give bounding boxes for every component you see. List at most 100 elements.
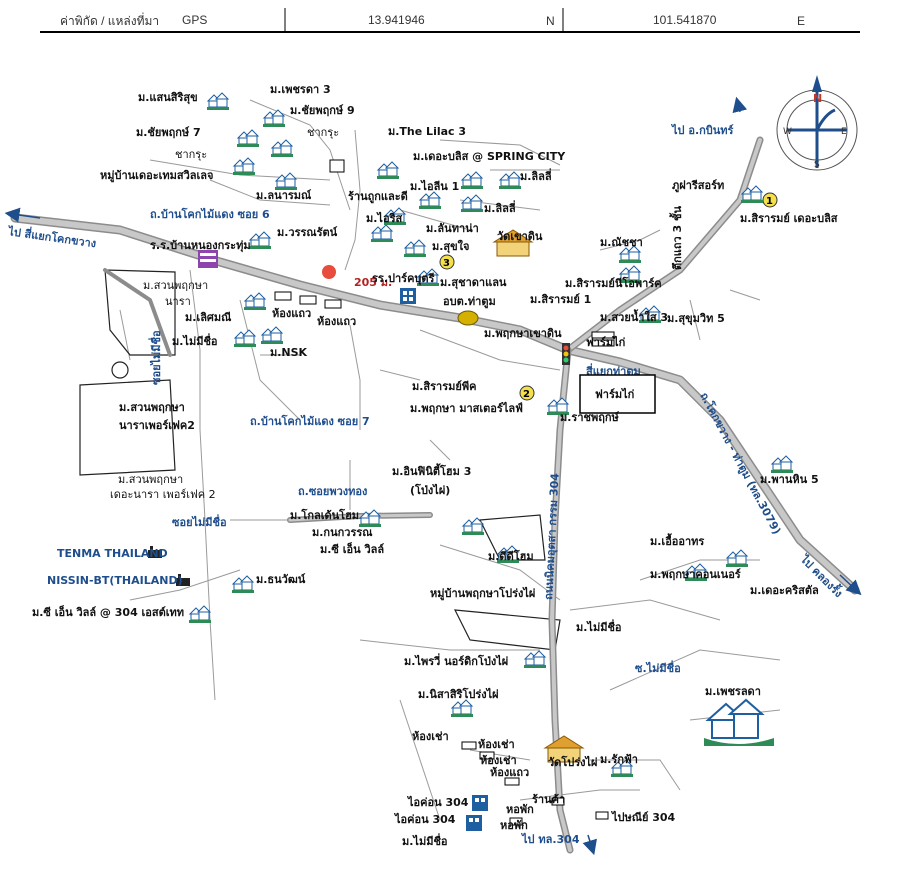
- place-pongphai: (โป่งไผ่): [410, 483, 450, 497]
- place-cn-villa-304: ม.ซี เอ็น วิลล์ @ 304 เอสต์เทท: [32, 605, 184, 619]
- house-icon: [523, 650, 547, 669]
- main-roads: [10, 136, 860, 854]
- place-suksai: ม.สุขใจ: [432, 239, 469, 254]
- factory-icon: [148, 546, 162, 558]
- place-suanphruksa: ม.สวนพฤกษา: [143, 279, 208, 292]
- house-icon: [262, 109, 286, 128]
- marker-1: 1: [766, 196, 773, 207]
- road-khokkhwang: ถ.โคกขวาง - ท่าตูม (ทล.3079): [696, 390, 784, 537]
- place-labels: ม.แสนสิริสุข ม.เพชรดา 3 ม.ชัยพฤกษ์ 9 ม.ช…: [32, 83, 838, 848]
- road-so-no-name: ซ.ไม่มีชื่อ: [635, 660, 681, 675]
- house-icon: [358, 509, 382, 528]
- place-nomname-2: ม.ไม่มีชื่อ: [576, 619, 622, 634]
- place-post304: ไปษณีย์ 304: [610, 810, 676, 824]
- place-suchadalan: ม.สุชาดาแลน: [440, 276, 507, 290]
- place-farmkai-1: ฟาร์มไก่: [586, 335, 626, 349]
- place-thanawat: ม.ธนวัฒน์: [256, 573, 306, 586]
- place-ratchaphruek: ม.ราชพฤกษ์: [560, 411, 620, 424]
- house-icon: [498, 171, 522, 190]
- place-dee-nara-perfect2: เดอะนารา เพอร์เฟค 2: [110, 488, 216, 501]
- place-phetcharada: ม.เพชรดา 3: [270, 83, 331, 96]
- road-soi-no-name-h: ซอยไม่มีชื่อ: [172, 514, 227, 529]
- place-phruksakhaodin: ม.พฤกษาเขาดิน: [484, 327, 562, 340]
- place-nissin: NISSIN-BT(THAILAND): [47, 574, 183, 587]
- place-watkhaodin: วัดเขาดิน: [497, 230, 543, 243]
- place-phanhin5: ม.พานหิน 5: [760, 473, 819, 486]
- road-kromsen: ถนนนิคมอุตสา กรรม 304: [542, 472, 563, 600]
- house-icon: [403, 239, 427, 258]
- longitude-value: 101.541870: [653, 13, 717, 27]
- place-tuekthaeo: ตึกแถว 3 ชั้น: [669, 205, 684, 270]
- place-lanthana: ม.ลันทาน่า: [426, 222, 479, 235]
- place-hongchao-1: ห้องเช่า: [412, 730, 449, 743]
- latitude-value: 13.941946: [368, 13, 425, 27]
- place-hongthaeo-1: ห้องแถว: [272, 307, 311, 320]
- compass-e: E: [841, 127, 847, 137]
- place-nisasiri: ม.นิสาสิริโปร่งไผ่: [418, 687, 499, 701]
- road-soi-no-name-v: ซอยไม่มีชื่อ: [148, 330, 163, 385]
- arrow-east-icon: [839, 574, 862, 596]
- place-nara-perfect2: นาราเพอร์เฟค2: [119, 419, 195, 432]
- place-phruksamaster: ม.พฤกษา มาสเตอร์ไลฟ์: [410, 401, 523, 415]
- place-hongchao-2: ห้องเช่า: [478, 738, 515, 751]
- place-nsk: ม.NSK: [270, 346, 308, 359]
- temple-icon: [492, 229, 534, 257]
- office-building-icon: [466, 815, 482, 831]
- place-deetemsville: หมู่บ้านเดอะเทมสวิลเลจ: [100, 169, 213, 183]
- place-hophak-1: หอพัก: [506, 803, 534, 816]
- place-deedeehome: ม.ดีดีโฮม: [488, 549, 534, 563]
- house-icon: [248, 231, 272, 250]
- house-icon: [232, 157, 256, 176]
- marker-3: 3: [443, 258, 450, 269]
- road-to-304: ไป ทล.304: [520, 832, 580, 846]
- place-golden: ม.โกลเด้นโฮม: [290, 508, 359, 522]
- place-suayrnamsai: ม.สวยน้ำใส 3: [600, 309, 668, 324]
- place-ilean1: ม.ไอลีน 1: [410, 179, 459, 193]
- place-siramnipark: ม.สิรารมย์นีโอพาร์ค: [565, 276, 662, 290]
- house-icon: [370, 224, 394, 243]
- house-icon: [260, 326, 284, 345]
- place-wannarat: ม.วรรณรัตน์: [277, 226, 338, 239]
- place-rakfa: ม.รักฟ้า: [600, 753, 638, 766]
- distance-label: 205 ม.: [354, 276, 392, 289]
- compass-w: W: [783, 127, 792, 137]
- road-soi6: ถ.บ้านโคกไม้แดง ซอย 6: [150, 207, 270, 221]
- compass-rose: N S E W: [776, 75, 858, 171]
- compass-s: S: [814, 160, 820, 170]
- place-shop: ร้านถูกและดี: [348, 190, 408, 204]
- landmark-icons: [148, 229, 774, 831]
- house-icon: [243, 292, 267, 311]
- factory-icon: [176, 574, 190, 586]
- arrow-north-icon: [732, 96, 748, 114]
- place-sirarampic: ม.สิรารมย์พีค: [412, 380, 476, 393]
- house-icon: [270, 139, 294, 158]
- road-soi7: ถ.บ้านโคกไม้แดง ซอย 7: [250, 414, 370, 428]
- government-office-icon: [457, 310, 479, 326]
- house-icon: [188, 605, 212, 624]
- house-icon: [231, 575, 255, 594]
- house-icon: [274, 172, 298, 191]
- house-icon: [376, 161, 400, 180]
- place-watpongphai: วัดโปร่งไผ่: [548, 755, 597, 769]
- temple-icon: [543, 735, 585, 763]
- house-icon: [725, 549, 749, 568]
- place-hongthaeo-3: ห้องแถว: [490, 766, 529, 779]
- place-chakrung-1: ชากรุะ: [307, 126, 339, 139]
- row-house-blocks: [274, 159, 615, 826]
- place-cn-villa: ม.ซี เอ็น วิลล์: [320, 542, 384, 556]
- house-icon: [236, 129, 260, 148]
- place-nara: นารา: [165, 295, 191, 308]
- place-saensirisuk: ม.แสนสิริสุข: [138, 91, 198, 105]
- house-icon: [450, 699, 474, 718]
- place-parkbutri: รร.ปาร์คบุตรี: [372, 272, 435, 286]
- house-icon: [206, 92, 230, 111]
- place-chaiyaphruek7: ม.ชัยพฤกษ์ 7: [136, 126, 201, 139]
- house-icon: [233, 329, 257, 348]
- house-icon: [460, 194, 484, 213]
- direction-arrows: [4, 96, 862, 856]
- place-chaiyaphruek9: ม.ชัยพฤกษ์ 9: [290, 104, 355, 117]
- place-sukhumvit5: ม.สุขุมวิท 5: [667, 312, 725, 326]
- place-lilac: ม.The Lilac 3: [388, 125, 466, 138]
- place-phurisort: ภูฝารีสอร์ท: [672, 179, 724, 193]
